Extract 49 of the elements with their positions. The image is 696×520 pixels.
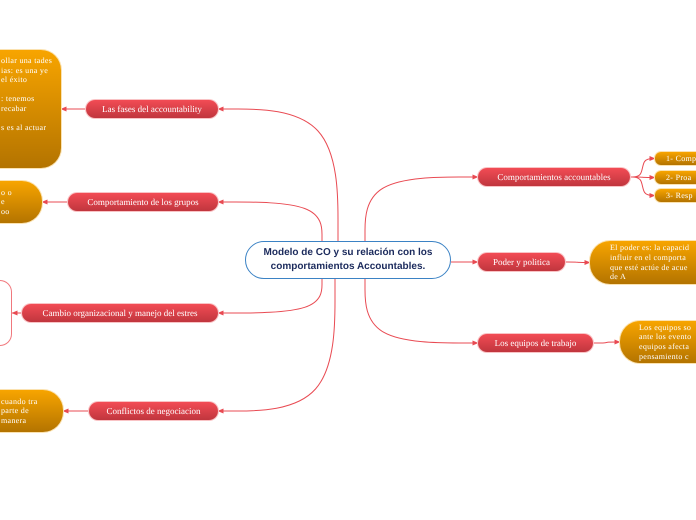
connector-arrow: [12, 310, 22, 316]
main-topic: [478, 334, 593, 352]
central-topic-title: Modelo de CO y su relación con los comportamientos Accountables.: [262, 246, 434, 274]
topic-label: Comportamientos accountables: [497, 172, 611, 182]
note-text: Los equipos so ante los evento equipos afecta pensamiento c: [639, 322, 692, 362]
note-text: ollar una tades ias: es una ye el éxito: [1, 56, 54, 85]
note-text: : tenemos recabar: [1, 94, 36, 114]
connector-arrow: [364, 278, 478, 346]
topic-label: Comportamiento de los grupos: [87, 197, 199, 207]
main-topic: [22, 304, 218, 322]
central-topic: [245, 241, 451, 279]
subtopic-label: 1- Comp: [666, 154, 696, 164]
connector-arrow: [630, 176, 656, 198]
topic-label: Poder y politica: [493, 257, 550, 267]
main-topic: [478, 253, 565, 271]
main-topic: [478, 168, 630, 186]
outline-card: [0, 280, 12, 346]
subtopic-pill: [655, 171, 696, 184]
main-topic: [86, 100, 218, 118]
note-card: [620, 321, 696, 363]
topic-label: Las fases del accountability: [102, 104, 202, 114]
note-card: [0, 181, 42, 223]
main-topic: [68, 193, 218, 211]
main-topic: [89, 402, 218, 420]
connector-arrow: [42, 200, 68, 204]
subtopic-label: 3- Resp: [666, 190, 694, 200]
subtopic-pill: [655, 152, 696, 165]
subtopic-label: 2- Proa: [666, 172, 692, 182]
note-text: o o e oo: [1, 188, 13, 216]
connector-arrow: [218, 278, 322, 316]
note-text: El poder es: la capacid influir en el comporta que esté actúe de acue de A: [610, 243, 690, 282]
note-card: [590, 241, 696, 284]
connector-arrow: [218, 200, 322, 242]
connector-arrow: [450, 260, 478, 264]
connector-arrow: [364, 174, 478, 242]
connector-arrow: [592, 340, 620, 344]
subtopic-pill: [655, 189, 696, 202]
note-card: [0, 50, 61, 168]
note-text: cuando tra parte de manera: [1, 396, 39, 426]
topic-label: Los equipos de trabajo: [494, 338, 576, 348]
connector-arrow: [62, 408, 90, 414]
connector-arrow: [60, 106, 86, 112]
connector-arrow: [218, 106, 338, 242]
connector-arrow: [564, 260, 590, 265]
note-text: s es al actuar: [1, 123, 48, 133]
note-card: [0, 390, 63, 432]
connector-arrow: [218, 278, 336, 414]
topic-label: Cambio organizacional y manejo del estres: [42, 308, 198, 318]
topic-label: Conflictos de negociacion: [106, 406, 200, 416]
